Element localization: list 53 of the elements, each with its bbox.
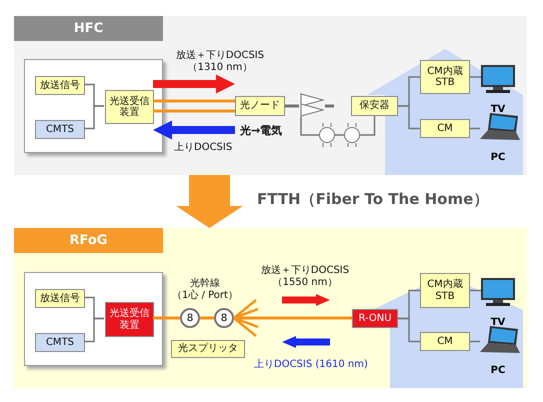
connector-line xyxy=(470,340,480,342)
connector-line xyxy=(470,290,481,292)
splitter-port: 8 xyxy=(180,308,200,328)
splitter-port: 8 xyxy=(214,308,234,328)
cmts-box: CMTS xyxy=(35,120,85,139)
cable-modem-box: CM xyxy=(420,119,470,138)
signal-source-box: 放送信号 xyxy=(35,76,85,95)
signal-source-box: 放送信号 xyxy=(35,289,85,308)
connector-line xyxy=(200,316,214,320)
device-label: TV xyxy=(490,104,506,115)
protector-box: 保安器 xyxy=(351,96,398,116)
annotation-text: 光幹線 xyxy=(189,276,221,290)
connector-line xyxy=(335,134,344,136)
splitter-label-box: 光スプリッタ xyxy=(171,340,245,358)
annotation-text: 上りDOCSIS (1610 nm) xyxy=(254,358,368,371)
panel xyxy=(14,228,527,388)
connector-line xyxy=(84,105,104,130)
connector-line xyxy=(470,128,480,130)
device-label: TV xyxy=(490,317,506,328)
device-label: PC xyxy=(490,365,506,376)
device-label: PC xyxy=(490,152,506,163)
set-top-box: CM内蔵 STB xyxy=(420,273,470,308)
onu-box: R-ONU xyxy=(352,309,398,328)
signal-arrow xyxy=(153,74,235,94)
transceiver-box: 光送受信装置 xyxy=(105,90,154,124)
cmts-box: CMTS xyxy=(35,333,85,352)
connector-line xyxy=(84,318,104,342)
panel-header: RFoG xyxy=(14,228,163,253)
panel-header: HFC xyxy=(14,16,163,41)
connector-line xyxy=(470,76,481,78)
panel xyxy=(14,16,527,175)
connector-line xyxy=(300,117,319,136)
annotation-text: 光→電気 xyxy=(240,123,282,138)
connector-line xyxy=(153,100,235,102)
connector-line xyxy=(398,105,420,130)
annotation-text: 放送＋下りDOCSIS xyxy=(260,264,350,277)
headend-box xyxy=(24,59,163,153)
headend-box xyxy=(24,272,163,366)
annotation-text: （1550 nm） xyxy=(272,276,338,289)
signal-arrow xyxy=(153,120,235,140)
transceiver-box: 光送受信装置 xyxy=(105,302,154,337)
connector-line xyxy=(285,104,299,108)
connector-line xyxy=(398,318,420,342)
edge-label: 上りDOCSIS xyxy=(174,140,232,154)
annotation-text: （1心 / Port） xyxy=(171,288,239,302)
connector-line xyxy=(153,316,180,320)
block-arrow xyxy=(176,175,243,228)
edge-label: 放送＋下りDOCSIS （1310 nm） xyxy=(174,50,266,73)
cable-modem-box: CM xyxy=(420,332,470,351)
connector-line xyxy=(360,116,376,136)
optical-node-box: 光ノード xyxy=(235,96,285,116)
set-top-box: CM内蔵 STB xyxy=(420,60,470,94)
connector-line xyxy=(153,110,235,112)
